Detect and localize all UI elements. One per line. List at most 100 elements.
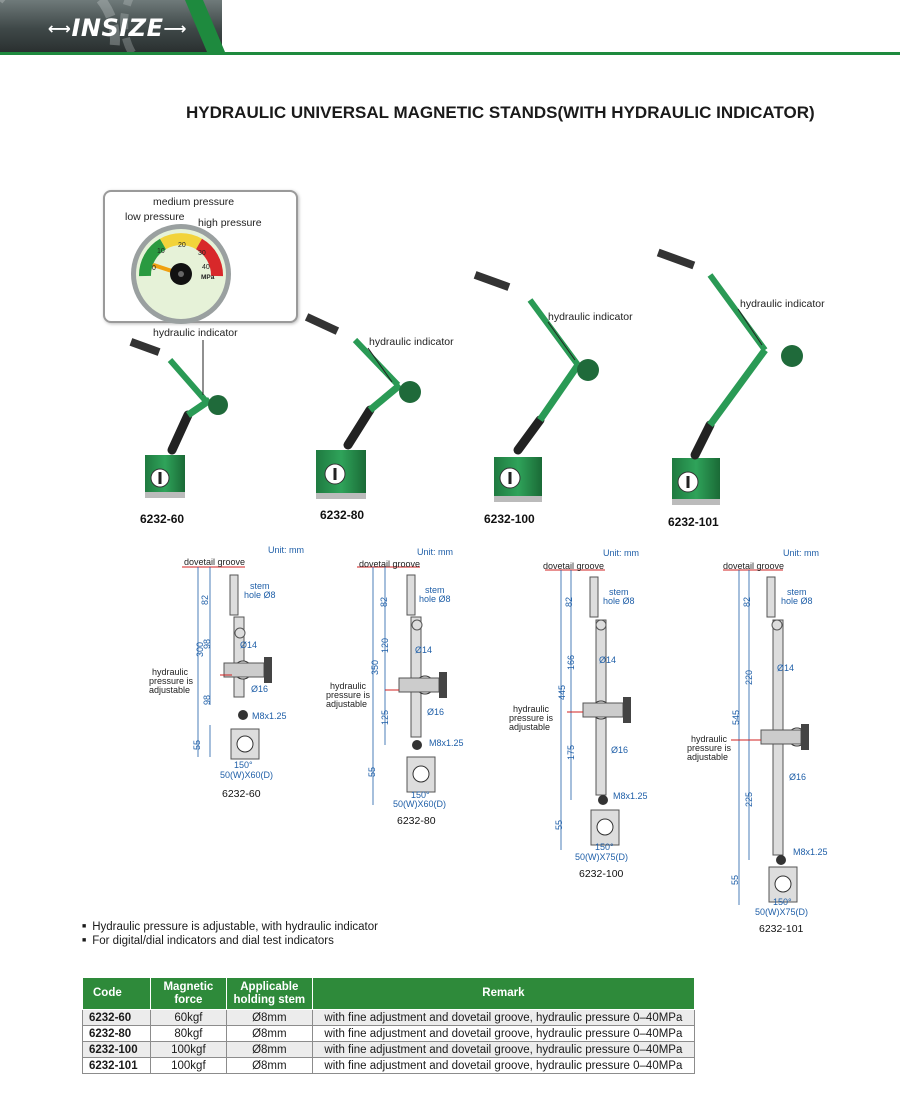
unit-label: Unit: mm bbox=[268, 545, 304, 555]
cell-stem: Ø8mm bbox=[225, 1041, 313, 1058]
base-dim-label: 50(W)X75(D) bbox=[575, 852, 629, 862]
cell-code: 6232-80 bbox=[82, 1025, 151, 1042]
brand-logo: ⟷INSIZE⟶ bbox=[48, 14, 187, 42]
logo-left-arrow-icon: ⟷ bbox=[48, 19, 72, 38]
angle-label: 150° bbox=[234, 760, 253, 770]
cell-stem: Ø8mm bbox=[225, 1057, 313, 1074]
thread-label: M8x1.25 bbox=[429, 738, 464, 748]
cell-stem: Ø8mm bbox=[225, 1025, 313, 1042]
product-code-6232-80: 6232-80 bbox=[320, 508, 365, 522]
header-force-line2: force bbox=[174, 993, 203, 1006]
dim-base: 55 bbox=[192, 739, 202, 750]
dim-total: 350 bbox=[370, 659, 380, 675]
hydraulic-label-3: adjustable bbox=[149, 685, 191, 695]
dim-total: 445 bbox=[557, 684, 567, 700]
gauge-unit: MPa bbox=[201, 274, 215, 281]
hydraulic-label-1: hydraulic bbox=[691, 734, 728, 744]
tick-10: 10 bbox=[157, 248, 165, 255]
drawing-6232-80: Unit: mm dovetail groove stem hole Ø8 Ø1… bbox=[325, 545, 490, 830]
angle-label: 150° bbox=[411, 790, 430, 800]
dim-top: 82 bbox=[379, 596, 389, 607]
logo-text: INSIZE bbox=[71, 14, 164, 42]
dovetail-groove-label: dovetail groove bbox=[723, 561, 785, 571]
header-force-line1: Magnetic bbox=[163, 980, 214, 993]
pressure-gauge bbox=[131, 224, 231, 324]
header-banner: ⟷INSIZE⟶ bbox=[0, 0, 900, 56]
gauge-inset: medium pressure low pressure high pressu… bbox=[103, 190, 298, 324]
dim-top: 82 bbox=[200, 594, 210, 605]
dim-top: 82 bbox=[564, 596, 574, 607]
cell-force: 80kgf bbox=[149, 1025, 227, 1042]
d16-label: Ø16 bbox=[611, 745, 629, 755]
product-illustrations bbox=[129, 248, 803, 505]
logo-right-arrow-icon: ⟶ bbox=[163, 19, 187, 38]
indicator-label-6232-100: hydraulic indicator bbox=[548, 311, 633, 323]
hydraulic-label-3: adjustable bbox=[326, 699, 368, 709]
drawing-code: 6232-101 bbox=[759, 923, 804, 935]
dim-lower: 175 bbox=[566, 744, 576, 760]
dim-upper: 166 bbox=[566, 654, 576, 670]
stand-6232-101-image bbox=[656, 248, 803, 505]
cell-stem: Ø8mm bbox=[225, 1009, 313, 1026]
product-code-6232-60: 6232-60 bbox=[140, 512, 185, 526]
hydraulic-label-3: adjustable bbox=[687, 752, 729, 762]
angle-label: 150° bbox=[773, 897, 792, 907]
base-dim-label: 50(W)X75(D) bbox=[755, 907, 809, 917]
hydraulic-label-1: hydraulic bbox=[330, 681, 367, 691]
table-row: 6232-60 60kgf Ø8mm with fine adjustment … bbox=[82, 1009, 696, 1026]
indicator-label-6232-60: hydraulic indicator bbox=[153, 327, 238, 339]
stem-hole-label: hole Ø8 bbox=[603, 596, 635, 606]
d14-label: Ø14 bbox=[777, 663, 795, 673]
dim-total: 545 bbox=[731, 709, 741, 725]
header-remark: Remark bbox=[311, 977, 696, 1010]
base-dim-label: 50(W)X60(D) bbox=[393, 799, 447, 809]
dovetail-groove-label: dovetail groove bbox=[359, 559, 421, 569]
cell-code: 6232-60 bbox=[82, 1009, 151, 1026]
cell-code: 6232-101 bbox=[82, 1057, 151, 1074]
cell-force: 100kgf bbox=[149, 1057, 227, 1074]
indicator-label-6232-80: hydraulic indicator bbox=[369, 336, 454, 348]
dim-lower: 225 bbox=[744, 791, 754, 807]
angle-label: 150° bbox=[595, 842, 614, 852]
header-stem-line2: holding stem bbox=[233, 993, 306, 1006]
table-row: 6232-101 100kgf Ø8mm with fine adjustmen… bbox=[82, 1057, 696, 1074]
product-code-6232-101: 6232-101 bbox=[668, 515, 719, 529]
thread-label: M8x1.25 bbox=[252, 711, 287, 721]
medium-pressure-label: medium pressure bbox=[153, 196, 235, 208]
cell-force: 100kgf bbox=[149, 1041, 227, 1058]
tick-40: 40 bbox=[202, 264, 210, 271]
dim-base: 55 bbox=[554, 819, 564, 830]
unit-label: Unit: mm bbox=[783, 548, 819, 558]
cell-remark: with fine adjustment and dovetail groove… bbox=[311, 1057, 696, 1074]
page-title: HYDRAULIC UNIVERSAL MAGNETIC STANDS(WITH… bbox=[186, 103, 815, 122]
d16-label: Ø16 bbox=[427, 707, 445, 717]
hydraulic-label-1: hydraulic bbox=[513, 704, 550, 714]
cell-remark: with fine adjustment and dovetail groove… bbox=[311, 1025, 696, 1042]
hydraulic-label-3: adjustable bbox=[509, 722, 551, 732]
hydraulic-label-1: hydraulic bbox=[152, 667, 189, 677]
dim-upper: 220 bbox=[744, 669, 754, 685]
cell-force: 60kgf bbox=[149, 1009, 227, 1026]
cell-remark: with fine adjustment and dovetail groove… bbox=[311, 1041, 696, 1058]
tick-30: 30 bbox=[198, 250, 206, 257]
low-pressure-label: low pressure bbox=[125, 211, 185, 223]
drawing-code: 6232-100 bbox=[579, 868, 624, 880]
d16-label: Ø16 bbox=[789, 772, 807, 782]
drawing-code: 6232-60 bbox=[222, 788, 261, 800]
stand-6232-100-image bbox=[473, 271, 599, 502]
stem-hole-label: hole Ø8 bbox=[244, 590, 276, 600]
feature-item: Hydraulic pressure is adjustable, with h… bbox=[82, 920, 378, 934]
stem-label: stem bbox=[787, 587, 807, 597]
d14-label: Ø14 bbox=[240, 640, 258, 650]
unit-label: Unit: mm bbox=[603, 548, 639, 558]
drawing-code: 6232-80 bbox=[397, 815, 436, 827]
stem-label: stem bbox=[250, 581, 270, 591]
header-rule bbox=[0, 52, 900, 55]
stem-label: stem bbox=[609, 587, 629, 597]
dim-lower: 125 bbox=[380, 709, 390, 725]
feature-list: Hydraulic pressure is adjustable, with h… bbox=[82, 920, 378, 948]
header-code: Code bbox=[82, 977, 151, 1010]
